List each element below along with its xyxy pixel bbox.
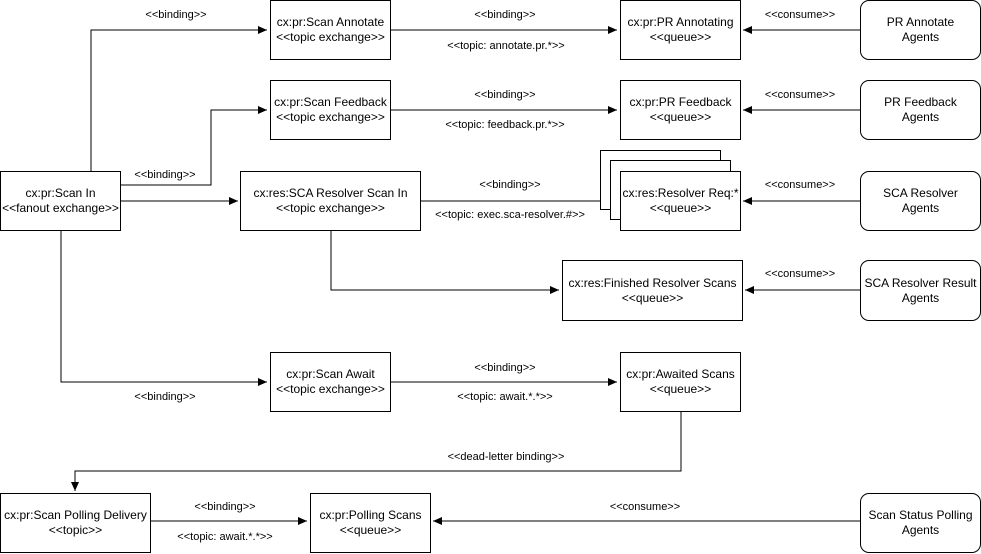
- node-stereotype: <<topic>>: [48, 523, 103, 537]
- node-stereotype: <<topic exchange>>: [276, 30, 385, 44]
- node-title: Scan Status Polling: [868, 508, 973, 522]
- scan-feedback-exchange[interactable]: cx:pr:Scan Feedback <<topic exchange>>: [270, 80, 391, 140]
- node-title: SCA Resolver: [883, 186, 958, 200]
- scan-await-exchange[interactable]: cx:pr:Scan Await <<topic exchange>>: [270, 352, 391, 412]
- edge-label-feedback-queue-binding: <<binding>>: [474, 89, 536, 102]
- scan-status-polling-agents[interactable]: Scan Status Polling Agents: [860, 493, 981, 553]
- pr-feedback-queue[interactable]: cx:pr:PR Feedback <<queue>>: [620, 80, 741, 140]
- node-stereotype: <<topic exchange>>: [276, 110, 385, 124]
- sca-resolver-result-agents[interactable]: SCA Resolver Result Agents: [860, 260, 981, 321]
- node-stereotype: <<queue>>: [649, 382, 712, 396]
- node-title: PR Feedback: [884, 95, 957, 109]
- edge-label-annotate-consume: <<consume>>: [764, 9, 836, 22]
- node-title: cx:pr:Scan In: [25, 186, 96, 200]
- edge-label-feedback-topic: <<topic: feedback.pr.*>>: [445, 119, 565, 132]
- finished-resolver-scans-queue[interactable]: cx:res:Finished Resolver Scans <<queue>>: [562, 260, 743, 321]
- sca-resolver-agents[interactable]: SCA Resolver Agents: [860, 171, 981, 231]
- edge-sca-resolver-scan-in-to-finished: [330, 231, 559, 294]
- edge-label-annotate-binding: <<binding>>: [145, 9, 207, 22]
- edge-label-await-queue-binding: <<binding>>: [474, 362, 536, 375]
- node-title: cx:pr:Scan Polling Delivery: [4, 508, 147, 522]
- node-subtitle: Agents: [901, 201, 940, 215]
- node-stereotype: <<queue>>: [649, 110, 712, 124]
- node-stereotype: <<queue>>: [649, 30, 712, 44]
- node-stereotype: <<queue>>: [339, 523, 402, 537]
- edge-scan-in-to-scan-annotate: [90, 26, 267, 171]
- pr-annotating-queue[interactable]: cx:pr:PR Annotating <<queue>>: [620, 0, 741, 60]
- edge-label-annotate-queue-binding: <<binding>>: [474, 9, 536, 22]
- node-title: cx:pr:PR Feedback: [629, 95, 732, 109]
- node-title: cx:pr:PR Annotating: [627, 15, 734, 29]
- node-subtitle: Agents: [901, 290, 940, 305]
- node-title: cx:pr:Scan Feedback: [274, 95, 387, 109]
- scan-in-exchange[interactable]: cx:pr:Scan In <<fanout exchange>>: [0, 171, 121, 231]
- node-stereotype: <<fanout exchange>>: [2, 201, 119, 215]
- edge-scan-in-to-scan-feedback: [121, 106, 267, 186]
- node-stereotype: <<queue>>: [649, 201, 712, 215]
- edge-label-finished-consume: <<consume>>: [764, 268, 836, 281]
- node-title: cx:res:Finished Resolver Scans: [568, 275, 737, 290]
- node-subtitle: Agents: [901, 523, 940, 537]
- edge-label-feedback-binding: <<binding>>: [134, 169, 196, 182]
- awaited-scans-queue[interactable]: cx:pr:Awaited Scans <<queue>>: [620, 352, 741, 412]
- edge-label-polling-consume: <<consume>>: [609, 501, 681, 514]
- scan-annotate-exchange[interactable]: cx:pr:Scan Annotate <<topic exchange>>: [270, 0, 391, 60]
- sca-resolver-scan-in-exchange[interactable]: cx:res:SCA Resolver Scan In <<topic exch…: [240, 171, 421, 231]
- node-title: cx:res:SCA Resolver Scan In: [253, 186, 408, 200]
- node-title: cx:pr:Awaited Scans: [626, 367, 735, 381]
- edge-label-polling-binding: <<binding>>: [194, 501, 256, 514]
- edge-label-polling-topic: <<topic: await.*.*>>: [177, 531, 273, 544]
- node-title: cx:pr:Scan Await: [286, 367, 375, 381]
- node-title: cx:res:Resolver Req:*: [622, 186, 739, 200]
- pr-annotate-agents[interactable]: PR Annotate Agents: [860, 0, 981, 60]
- edge-label-await-topic: <<topic: await.*.*>>: [457, 391, 553, 404]
- polling-scans-queue[interactable]: cx:pr:Polling Scans <<queue>>: [310, 493, 431, 553]
- edge-label-annotate-topic: <<topic: annotate.pr.*>>: [447, 40, 565, 53]
- node-subtitle: Agents: [901, 110, 940, 124]
- node-stereotype: <<topic exchange>>: [276, 382, 385, 396]
- edge-label-feedback-consume: <<consume>>: [764, 89, 836, 102]
- node-stereotype: <<topic exchange>>: [276, 201, 385, 215]
- edge-scan-in-to-scan-await: [60, 231, 267, 386]
- node-stereotype: <<queue>>: [621, 290, 684, 305]
- edge-label-resolver-queue-binding: <<binding>>: [479, 179, 541, 192]
- edge-awaited-scans-to-polling-delivery: [71, 412, 682, 491]
- node-title: cx:pr:Scan Annotate: [276, 15, 385, 29]
- edge-label-resolver-topic: <<topic: exec.sca-resolver.#>>: [435, 209, 585, 222]
- pr-feedback-agents[interactable]: PR Feedback Agents: [860, 80, 981, 140]
- edge-label-dead-letter-binding: <<dead-letter binding>>: [447, 451, 565, 464]
- node-title: SCA Resolver Result: [864, 275, 977, 290]
- node-subtitle: Agents: [901, 30, 940, 44]
- scan-polling-delivery-exchange[interactable]: cx:pr:Scan Polling Delivery <<topic>>: [0, 493, 151, 553]
- edge-label-await-binding: <<binding>>: [134, 391, 196, 404]
- resolver-req-queue[interactable]: cx:res:Resolver Req:* <<queue>>: [620, 171, 741, 231]
- node-title: PR Annotate: [886, 15, 955, 29]
- node-title: cx:pr:Polling Scans: [319, 508, 422, 522]
- edge-label-resolver-consume: <<consume>>: [764, 179, 836, 192]
